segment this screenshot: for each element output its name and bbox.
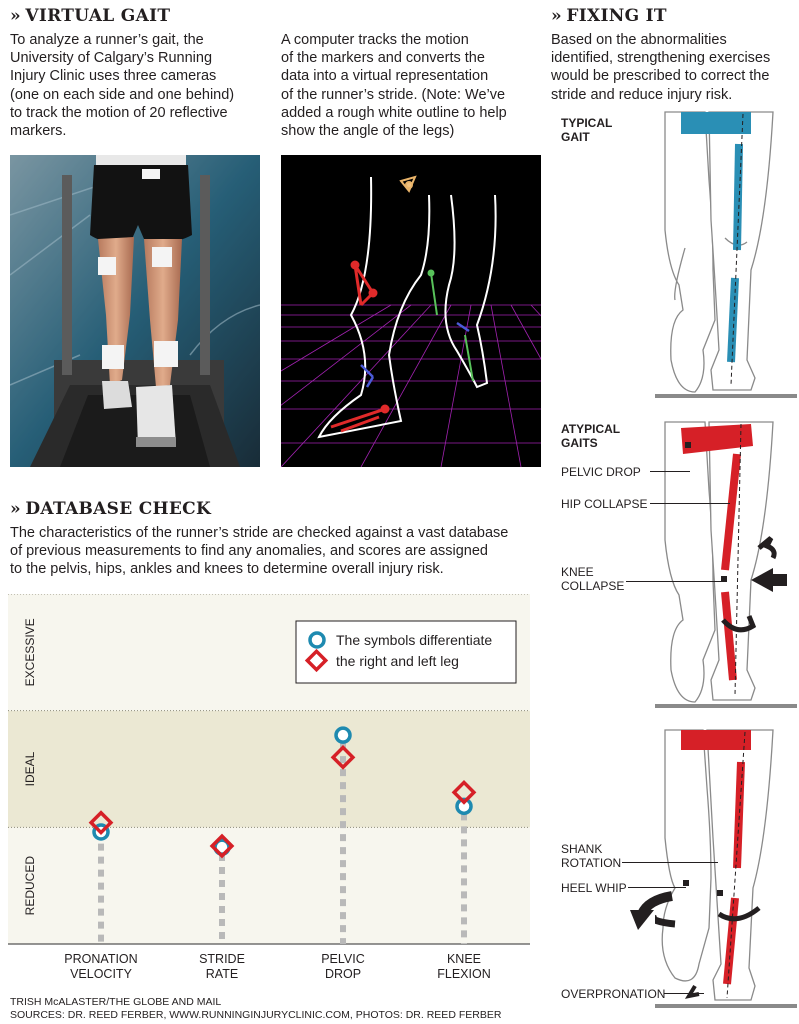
- section-fixing-it: » FIXING IT: [551, 6, 667, 26]
- category-label: PELVIC: [321, 952, 365, 966]
- atypical-gait-illustration-1: [655, 421, 797, 708]
- overpronation-arrow-icon: [684, 984, 700, 999]
- section-virtual-gait: » VIRTUAL GAIT: [10, 6, 170, 26]
- treadmill-photo: [10, 155, 260, 467]
- typical-gait-label: TYPICAL GAIT: [561, 116, 613, 144]
- double-chevron-icon: »: [10, 6, 21, 26]
- diamond-marker: [209, 833, 235, 859]
- double-chevron-icon: »: [10, 499, 21, 519]
- label-hip-collapse: HIP COLLAPSE: [561, 497, 648, 511]
- circle-marker: [455, 797, 473, 816]
- marker-pelvis: [399, 175, 417, 193]
- legend-circle-marker: [308, 631, 326, 649]
- category-label: KNEE: [447, 952, 481, 966]
- category-label: RATE: [206, 967, 238, 981]
- legend-text: the right and left leg: [336, 653, 459, 669]
- legend-box: [295, 620, 517, 684]
- fixing-it-heading: FIXING IT: [566, 6, 667, 26]
- credit-line-1: TRISH McALASTER/THE GLOBE AND MAIL: [10, 996, 222, 1008]
- zone-band-ideal: [8, 710, 530, 828]
- pelvis-bar-typical: [681, 112, 751, 134]
- diamond-marker: [451, 779, 477, 805]
- typical-gait-illustration: [655, 111, 797, 398]
- category-label: VELOCITY: [70, 967, 132, 981]
- heel-whip-big-arrow: [630, 891, 673, 930]
- atypical-gait-illustration-2: [655, 729, 797, 1008]
- pelvis-bar-dropped: [681, 424, 753, 454]
- credit-line-2: SOURCES: DR. REED FERBER, WWW.RUNNINGINJ…: [10, 1008, 502, 1021]
- category-label: DROP: [325, 967, 361, 981]
- section-database-check: » DATABASE CHECK: [10, 499, 211, 519]
- heel-whip-arrow-icon: [655, 916, 676, 928]
- leader-heel-whip: [628, 887, 686, 888]
- marker-cluster-red: [330, 260, 390, 433]
- shank-rotation-arrow-icon: [717, 906, 761, 922]
- zone-label-ideal: IDEAL: [23, 751, 37, 786]
- push-arrow-icon: [751, 568, 787, 592]
- label-shank-rotation: SHANK ROTATION: [561, 842, 622, 870]
- diamond-marker: [88, 810, 114, 836]
- virtual-gait-intro: To analyze a runner’s gait, the Universi…: [10, 32, 235, 140]
- label-overpronation: OVERPRONATION: [561, 987, 666, 1001]
- label-pelvic-drop: PELVIC DROP: [561, 465, 641, 479]
- leader-overpronation: [664, 993, 704, 994]
- zone-label-excessive: EXCESSIVE: [23, 618, 37, 686]
- legend-text: The symbols differentiate: [336, 632, 492, 648]
- virtual-stride-image: [281, 155, 541, 467]
- fixing-it-text: Based on the abnormalities identified, s…: [551, 32, 771, 103]
- leader-pelvic-drop: [650, 471, 690, 472]
- marker-cluster-blue: [360, 321, 470, 388]
- perspective-grid: [281, 304, 541, 467]
- double-chevron-icon: »: [551, 6, 562, 26]
- atypical-gaits-label: ATYPICAL GAITS: [561, 422, 621, 450]
- pelvis-bar-atypical-2: [681, 730, 751, 750]
- rotation-arrow-icon-2: [721, 615, 757, 633]
- circle-marker: [334, 726, 352, 744]
- label-heel-whip: HEEL WHIP: [561, 881, 627, 895]
- virtual-gait-heading: VIRTUAL GAIT: [25, 6, 171, 26]
- database-check-heading: DATABASE CHECK: [25, 499, 212, 519]
- tracking-text: A computer tracks the motion of the mark…: [281, 32, 507, 140]
- diamond-marker: [330, 744, 356, 770]
- category-label: STRIDE: [199, 952, 245, 966]
- legend-diamond-marker: [304, 648, 329, 673]
- zone-band-reduced: [8, 827, 530, 944]
- database-check-text: The characteristics of the runner’s stri…: [10, 525, 509, 578]
- credits: TRISH McALASTER/THE GLOBE AND MAIL SOURC…: [10, 996, 550, 1021]
- zone-label-reduced: REDUCED: [23, 856, 37, 916]
- leader-knee-collapse: [626, 581, 722, 582]
- category-label: PRONATION: [64, 952, 137, 966]
- rotation-arrow-icon: [757, 536, 777, 560]
- leader-hip-collapse: [650, 503, 730, 504]
- label-knee-collapse: KNEE COLLAPSE: [561, 565, 625, 593]
- leader-shank-rotation: [622, 862, 718, 863]
- marker-cluster-green: [427, 269, 474, 382]
- category-label: FLEXION: [437, 967, 491, 981]
